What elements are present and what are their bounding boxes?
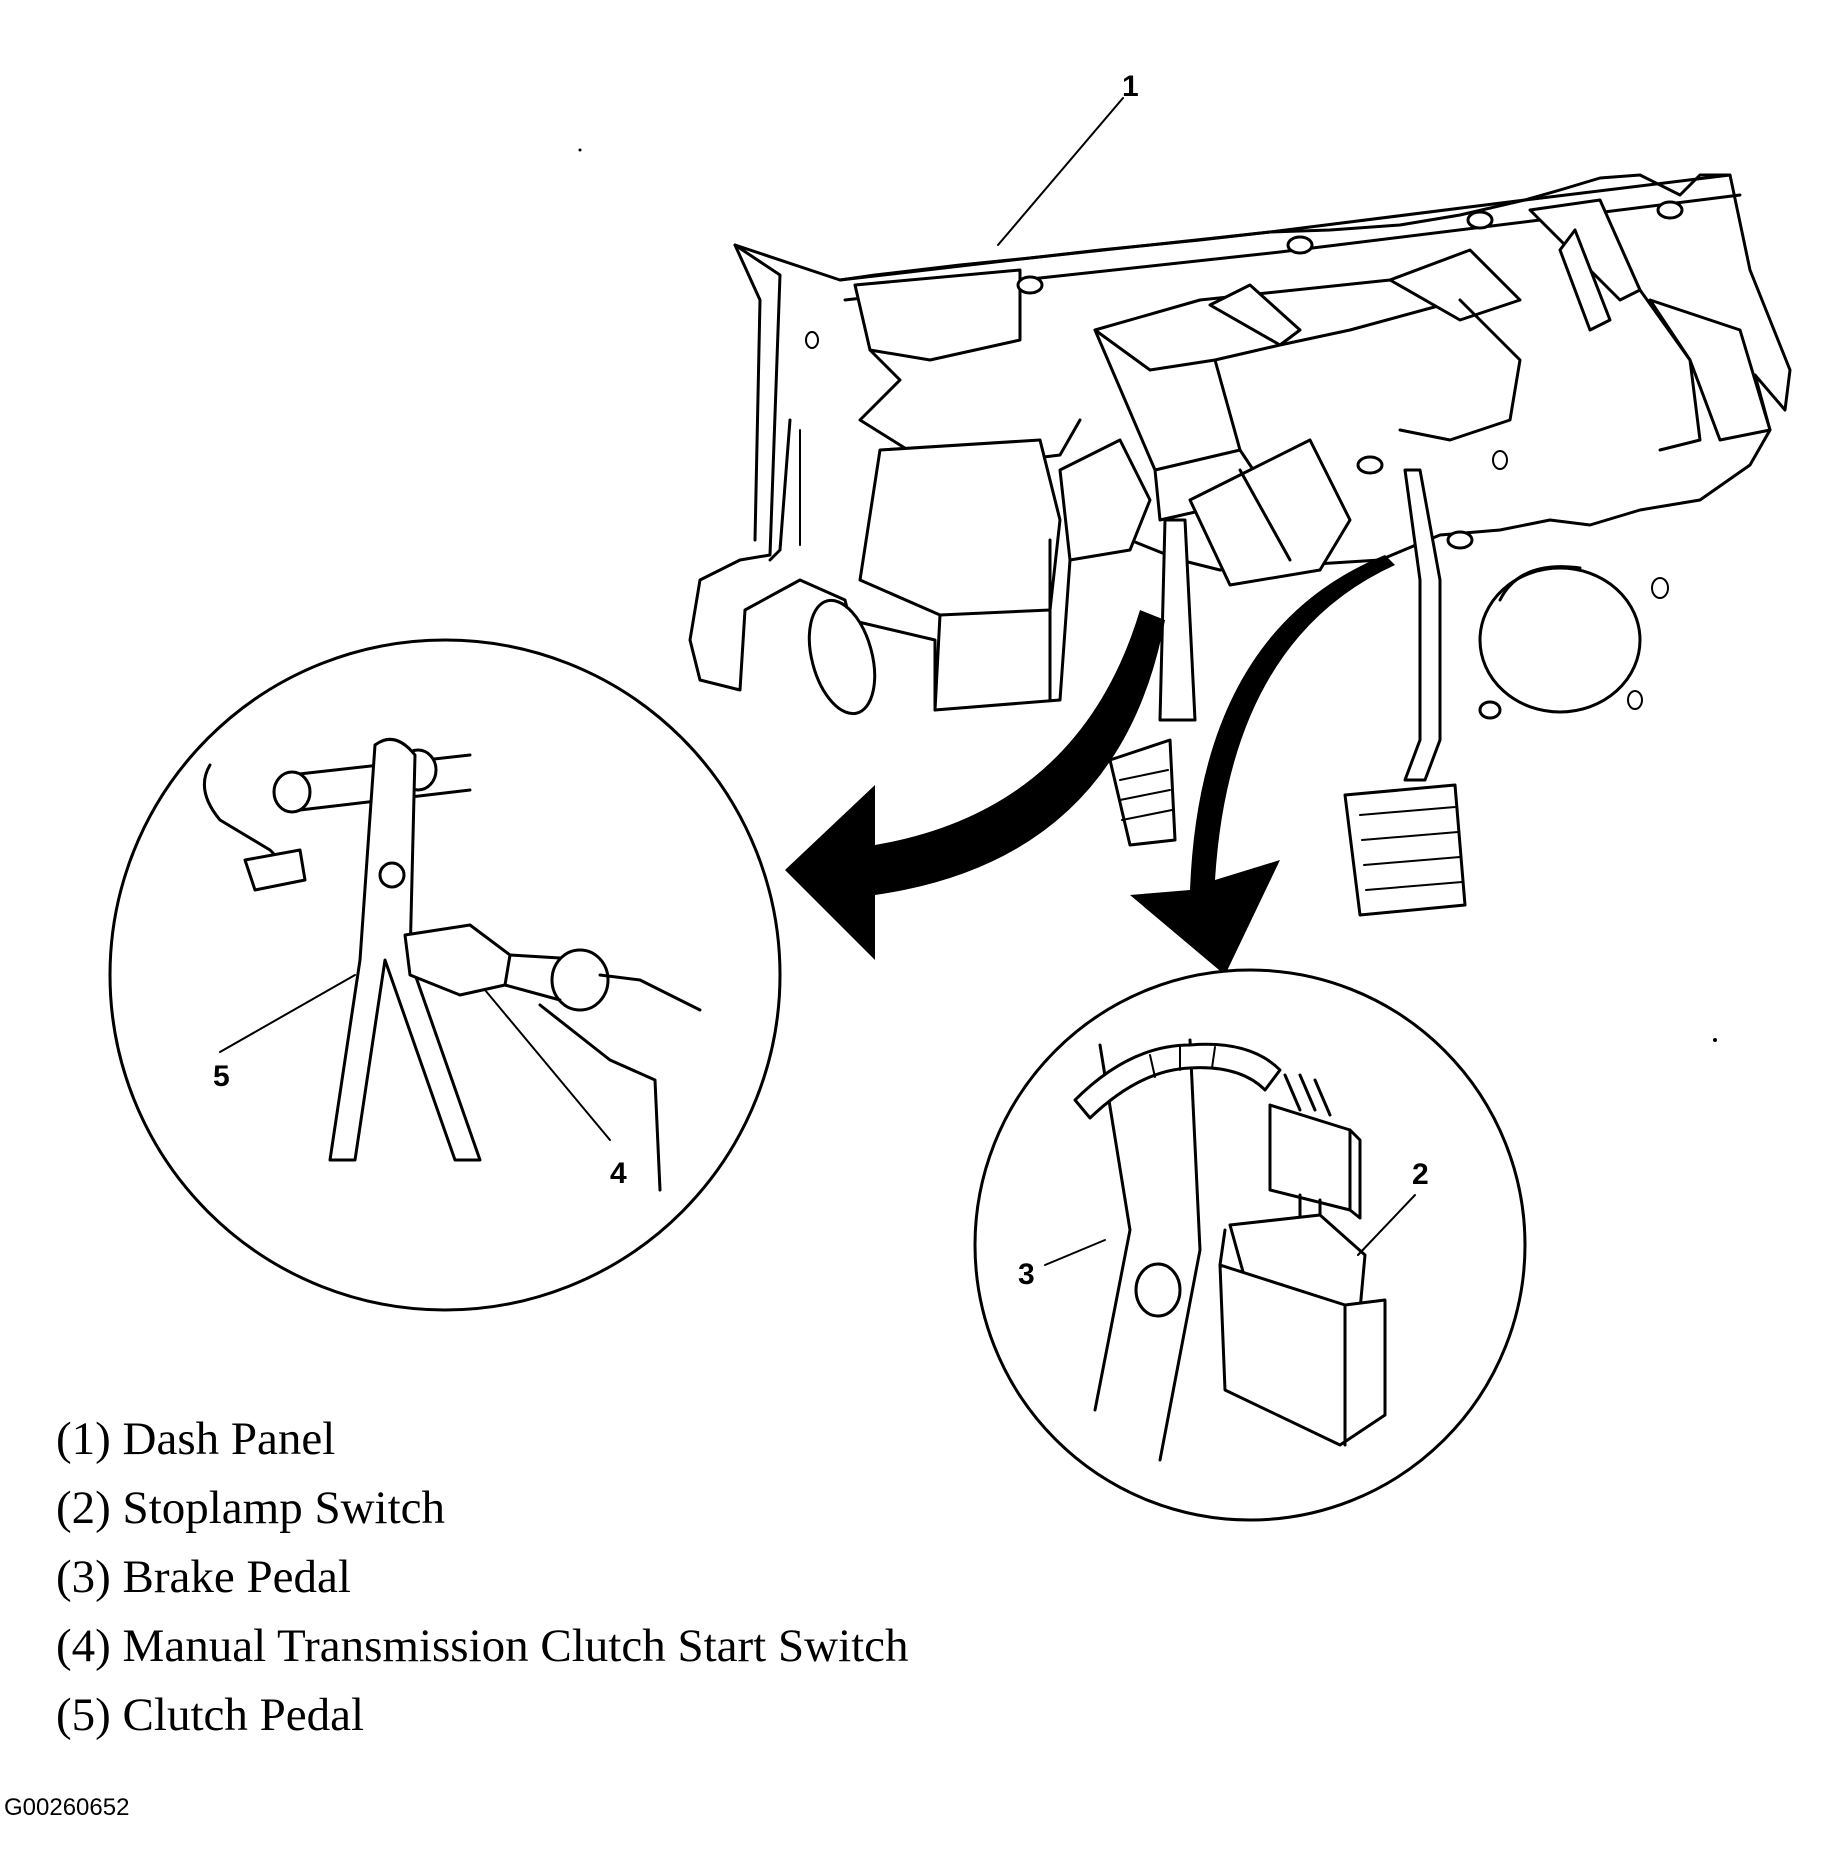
callout-2: 2: [1412, 1158, 1429, 1191]
legend-item-brake-pedal: (3) Brake Pedal: [56, 1551, 351, 1603]
callout-1-group: 1: [997, 70, 1139, 246]
callout-3: 3: [1018, 1258, 1035, 1291]
clutch-switch-detail: 5 4: [108, 638, 782, 1312]
scan-speck: [578, 148, 582, 152]
figure-id: G00260652: [4, 1794, 130, 1821]
arrow-to-brake-detail: [1130, 555, 1395, 975]
legend-item-stoplamp-switch: (2) Stoplamp Switch: [56, 1482, 446, 1534]
legend-list: (1) Dash Panel (2) Stoplamp Switch (3) B…: [56, 1405, 909, 1750]
arrow-to-clutch-detail: [785, 610, 1165, 960]
dash-panel-assembly: [688, 173, 1792, 917]
legend-item-clutch-start-switch: (4) Manual Transmission Clutch Start Swi…: [56, 1620, 909, 1672]
callout-5: 5: [213, 1060, 230, 1093]
scan-speck: [1713, 1038, 1717, 1042]
callout-4: 4: [610, 1157, 627, 1190]
mounting-studs: [1016, 200, 1684, 720]
stoplamp-switch-detail: 3 2: [973, 968, 1527, 1522]
detail-arrows: [785, 555, 1395, 975]
callout-1: 1: [1122, 70, 1139, 103]
legend-item-dash-panel: (1) Dash Panel: [56, 1413, 336, 1465]
legend-item-clutch-pedal: (5) Clutch Pedal: [56, 1689, 365, 1741]
